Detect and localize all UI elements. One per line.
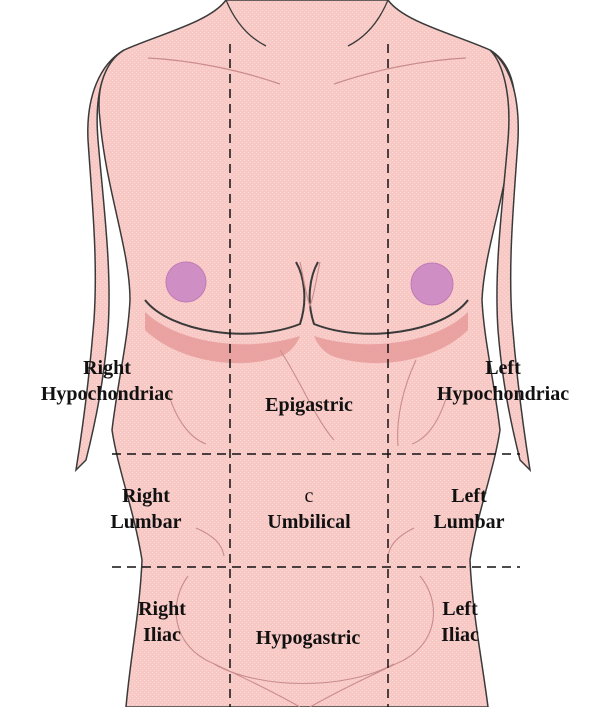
right-lumbar-line1: Right xyxy=(86,483,206,509)
epigastric-label: Epigastric xyxy=(236,392,382,418)
umbilicus-marker: c xyxy=(236,483,382,509)
right-lumbar-line2: Lumbar xyxy=(86,509,206,535)
left-lumbar-line1: Left xyxy=(404,483,534,509)
right-iliac-label: Right Iliac xyxy=(110,596,214,648)
right-hypochondriac-line2: Hypochondriac xyxy=(4,381,210,407)
epigastric-line1: Epigastric xyxy=(236,392,382,418)
left-iliac-label: Left Iliac xyxy=(408,596,512,648)
left-iliac-line2: Iliac xyxy=(408,622,512,648)
left-lumbar-line2: Lumbar xyxy=(404,509,534,535)
right-hypochondriac-line1: Right xyxy=(4,355,210,381)
left-hypochondriac-line2: Hypochondriac xyxy=(408,381,598,407)
right-iliac-line1: Right xyxy=(110,596,214,622)
right-lumbar-label: Right Lumbar xyxy=(86,483,206,535)
right-areola xyxy=(166,262,206,302)
umbilical-line2: Umbilical xyxy=(236,509,382,535)
left-hypochondriac-line1: Left xyxy=(408,355,598,381)
left-hypochondriac-label: Left Hypochondriac xyxy=(408,355,598,407)
right-hypochondriac-label: Right Hypochondriac xyxy=(4,355,210,407)
hypogastric-label: Hypogastric xyxy=(232,625,384,651)
hypogastric-line1: Hypogastric xyxy=(232,625,384,651)
right-iliac-line2: Iliac xyxy=(110,622,214,648)
left-areola xyxy=(411,263,453,305)
left-lumbar-label: Left Lumbar xyxy=(404,483,534,535)
left-iliac-line1: Left xyxy=(408,596,512,622)
umbilical-label: c Umbilical xyxy=(236,483,382,535)
